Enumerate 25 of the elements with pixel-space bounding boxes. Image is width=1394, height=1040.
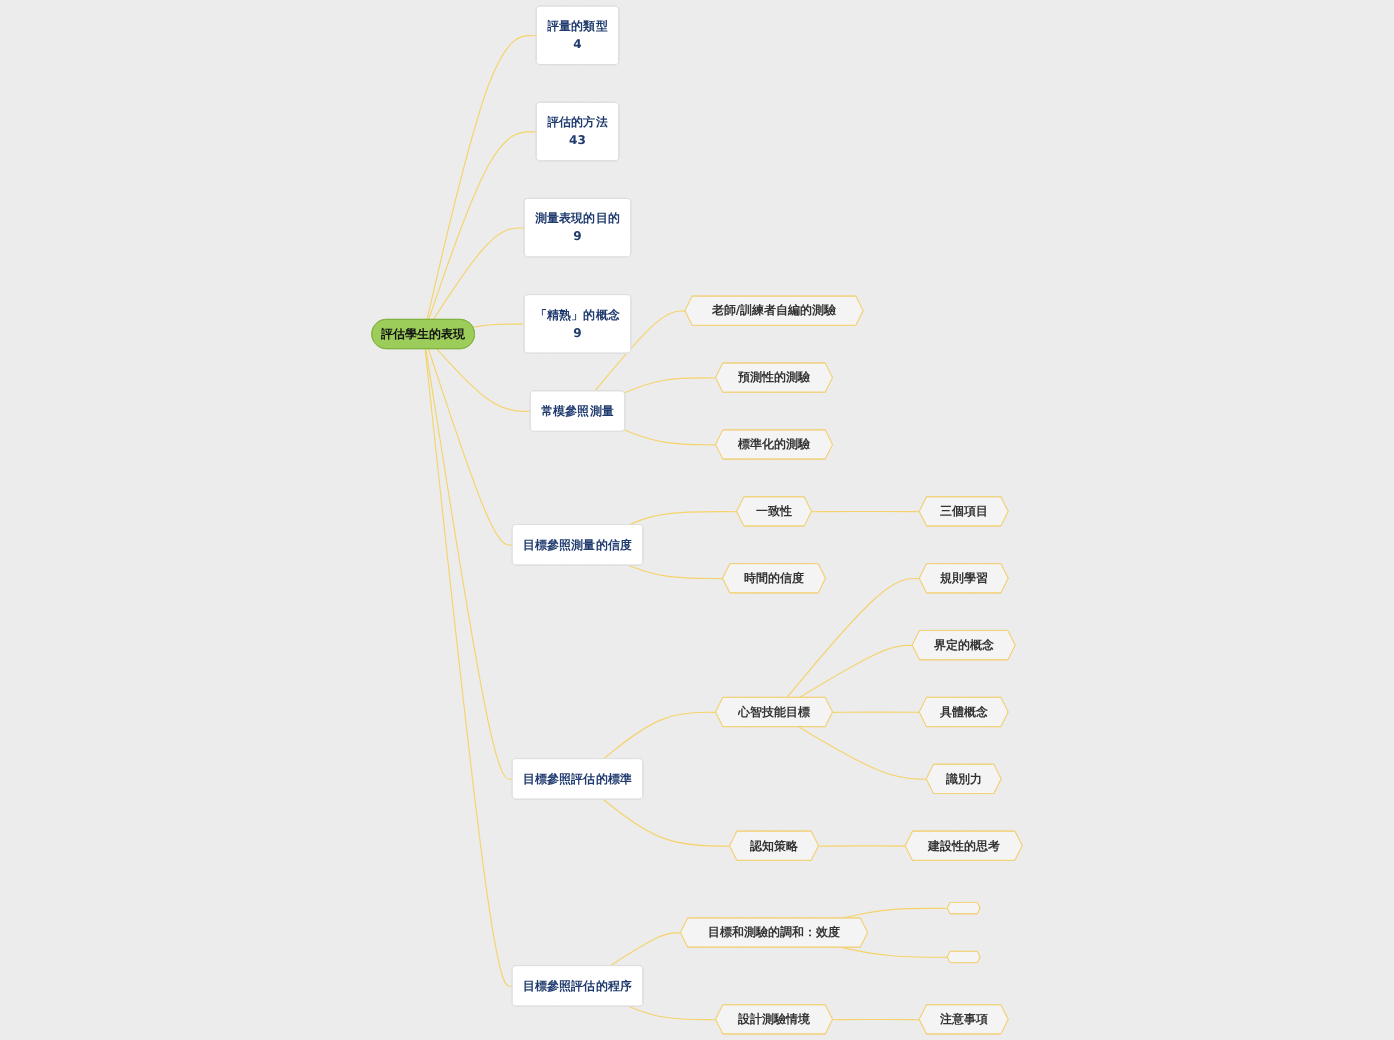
connector	[628, 1006, 717, 1021]
connector	[425, 348, 514, 780]
connector	[798, 644, 914, 699]
connector	[432, 227, 526, 321]
connector	[628, 511, 738, 526]
connector	[428, 131, 538, 321]
connector	[602, 798, 731, 847]
connector	[609, 932, 682, 967]
connector	[624, 377, 717, 394]
connector	[624, 429, 717, 446]
connector	[798, 726, 928, 780]
connector	[602, 711, 717, 760]
connector	[472, 323, 526, 328]
connector	[786, 577, 921, 699]
connector	[628, 564, 724, 580]
connector	[832, 711, 921, 713]
connector	[427, 348, 514, 546]
connector	[818, 845, 907, 847]
connector	[436, 348, 532, 412]
connector	[841, 947, 949, 958]
connector	[426, 35, 538, 321]
connector	[594, 310, 686, 392]
connector	[424, 348, 514, 987]
connector	[832, 1018, 921, 1021]
connector	[811, 510, 921, 513]
